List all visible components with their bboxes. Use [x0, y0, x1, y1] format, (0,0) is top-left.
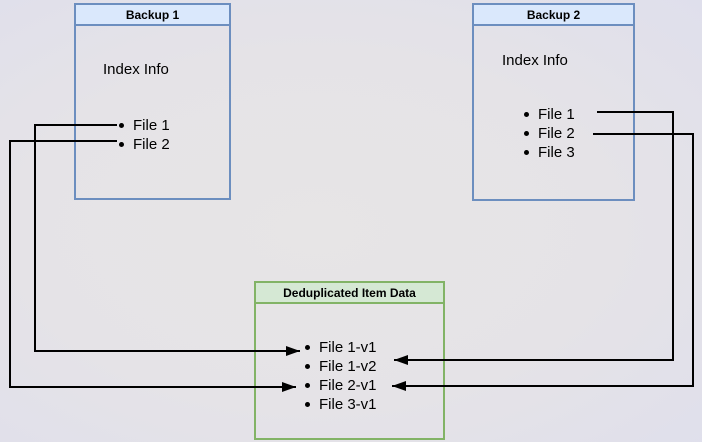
list-item-label: File 1-v1	[319, 339, 377, 356]
bullet-icon	[524, 112, 529, 117]
bullet-icon	[305, 402, 310, 407]
list-item-label: File 1-v2	[319, 358, 377, 375]
list-item-label: File 3	[538, 144, 575, 161]
bullet-icon	[305, 383, 310, 388]
list-item-label: File 1	[538, 106, 575, 123]
list-item: File 1-v1	[305, 338, 377, 357]
backup2-title: Backup 2	[474, 5, 633, 26]
backup1-file-list: File 1 File 2	[119, 116, 170, 154]
dedup-item-list: File 1-v1 File 1-v2 File 2-v1 File 3-v1	[305, 338, 377, 414]
backup1-title: Backup 1	[76, 5, 229, 26]
list-item: File 2	[524, 124, 575, 143]
list-item: File 3	[524, 143, 575, 162]
bullet-icon	[524, 150, 529, 155]
bullet-icon	[305, 364, 310, 369]
backup2-file-list: File 1 File 2 File 3	[524, 105, 575, 162]
bullet-icon	[119, 142, 124, 147]
dedup-box: Deduplicated Item Data File 1-v1 File 1-…	[254, 281, 445, 440]
list-item: File 3-v1	[305, 395, 377, 414]
list-item-label: File 2	[133, 136, 170, 153]
list-item-label: File 2	[538, 125, 575, 142]
list-item: File 2-v1	[305, 376, 377, 395]
list-item: File 1	[119, 116, 170, 135]
backup1-index-label: Index Info	[103, 61, 169, 78]
list-item-label: File 3-v1	[319, 396, 377, 413]
bullet-icon	[305, 345, 310, 350]
backup1-box: Backup 1 Index Info File 1 File 2	[74, 3, 231, 200]
list-item: File 1-v2	[305, 357, 377, 376]
dedup-title: Deduplicated Item Data	[256, 283, 443, 304]
backup2-box: Backup 2 Index Info File 1 File 2 File 3	[472, 3, 635, 201]
list-item: File 1	[524, 105, 575, 124]
backup2-index-label: Index Info	[502, 52, 568, 69]
list-item-label: File 1	[133, 117, 170, 134]
bullet-icon	[524, 131, 529, 136]
list-item: File 2	[119, 135, 170, 154]
bullet-icon	[119, 123, 124, 128]
list-item-label: File 2-v1	[319, 377, 377, 394]
